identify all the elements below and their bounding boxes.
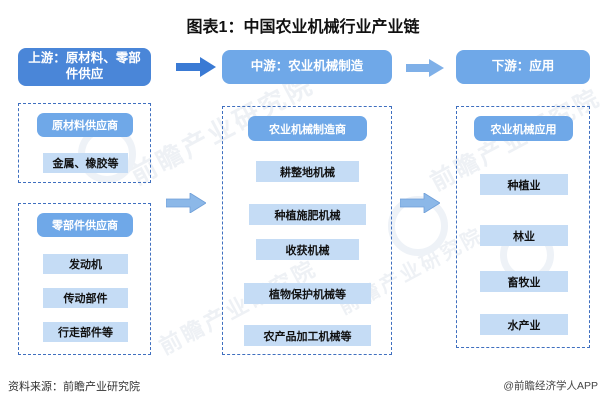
attribution-note: @前瞻经济学人APP [503, 380, 598, 392]
header-midstream: 中游：农业机械制造 [222, 50, 392, 84]
group-header-applications: 农业机械应用 [474, 116, 573, 141]
group-box-manufacturing [222, 106, 392, 355]
item-chip: 金属、橡胶等 [43, 153, 128, 173]
arrow-right-icon [406, 59, 444, 77]
item-chip: 畜牧业 [480, 271, 568, 292]
header-downstream: 下游：应用 [456, 50, 590, 84]
arrow-right-icon [176, 57, 216, 77]
group-header-raw-materials: 原材料供应商 [37, 113, 133, 137]
group-header-components: 零部件供应商 [37, 213, 133, 237]
item-chip: 耕整地机械 [256, 161, 359, 182]
item-chip: 种植施肥机械 [249, 204, 366, 225]
group-header-manufacturing: 农业机械制造商 [248, 116, 367, 141]
source-note: 资料来源：前瞻产业研究院 [8, 381, 140, 393]
group-box-applications [456, 106, 590, 348]
item-chip: 水产业 [480, 314, 568, 335]
arrow-right-icon [166, 193, 206, 213]
chart-title: 图表1：中国农业机械行业产业链 [186, 19, 420, 36]
arrow-right-icon [400, 193, 440, 213]
item-chip: 发动机 [43, 254, 128, 274]
item-chip: 传动部件 [43, 288, 128, 308]
item-chip: 收获机械 [256, 239, 359, 260]
item-chip: 种植业 [480, 174, 568, 195]
item-chip: 植物保护机械等 [244, 283, 371, 304]
item-chip: 行走部件等 [43, 322, 128, 342]
item-chip: 农产品加工机械等 [244, 325, 371, 346]
header-upstream: 上游：原材料、零部件供应 [18, 48, 151, 86]
group-box-components [18, 203, 151, 355]
item-chip: 林业 [480, 225, 568, 246]
